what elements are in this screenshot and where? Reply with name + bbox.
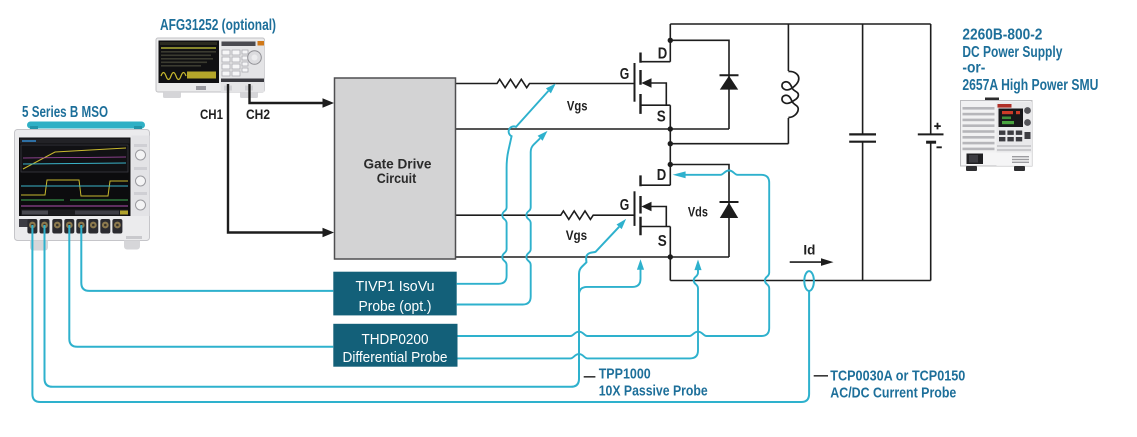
svg-text:TPP1000: TPP1000 — [599, 366, 651, 383]
svg-text:AC/DC Current Probe: AC/DC Current Probe — [830, 385, 956, 402]
svg-text:S: S — [657, 109, 666, 126]
svg-text:G: G — [620, 197, 630, 214]
svg-text:TCP0030A or TCP0150: TCP0030A or TCP0150 — [830, 368, 965, 385]
svg-text:DC Power Supply: DC Power Supply — [962, 44, 1062, 61]
svg-text:Vds: Vds — [688, 205, 708, 220]
svg-text:THDP0200: THDP0200 — [362, 332, 429, 348]
svg-text:2260B-800-2: 2260B-800-2 — [962, 27, 1042, 44]
svg-text:S: S — [658, 233, 667, 250]
svg-text:TIVP1 IsoVu: TIVP1 IsoVu — [356, 279, 435, 295]
svg-text:Circuit: Circuit — [377, 171, 417, 186]
svg-text:Gate Drive: Gate Drive — [364, 157, 432, 172]
svg-text:5 Series B MSO: 5 Series B MSO — [22, 104, 108, 121]
svg-text:D: D — [658, 46, 668, 63]
svg-text:AFG31252 (optional): AFG31252 (optional) — [160, 17, 276, 34]
svg-text:G: G — [620, 66, 630, 83]
svg-text:2657A High Power SMU: 2657A High Power SMU — [962, 77, 1098, 94]
svg-text:D: D — [657, 167, 667, 184]
svg-text:Vgs: Vgs — [566, 228, 587, 243]
svg-text:10X Passive Probe: 10X Passive Probe — [599, 383, 708, 400]
svg-text:Differential Probe: Differential Probe — [343, 350, 448, 366]
svg-text:CH1: CH1 — [200, 107, 223, 122]
svg-text:Vgs: Vgs — [567, 99, 588, 114]
svg-text:-or-: -or- — [962, 60, 985, 77]
svg-text:Probe (opt.): Probe (opt.) — [359, 299, 432, 315]
svg-text:Id: Id — [803, 243, 815, 258]
svg-text:CH2: CH2 — [246, 107, 270, 122]
